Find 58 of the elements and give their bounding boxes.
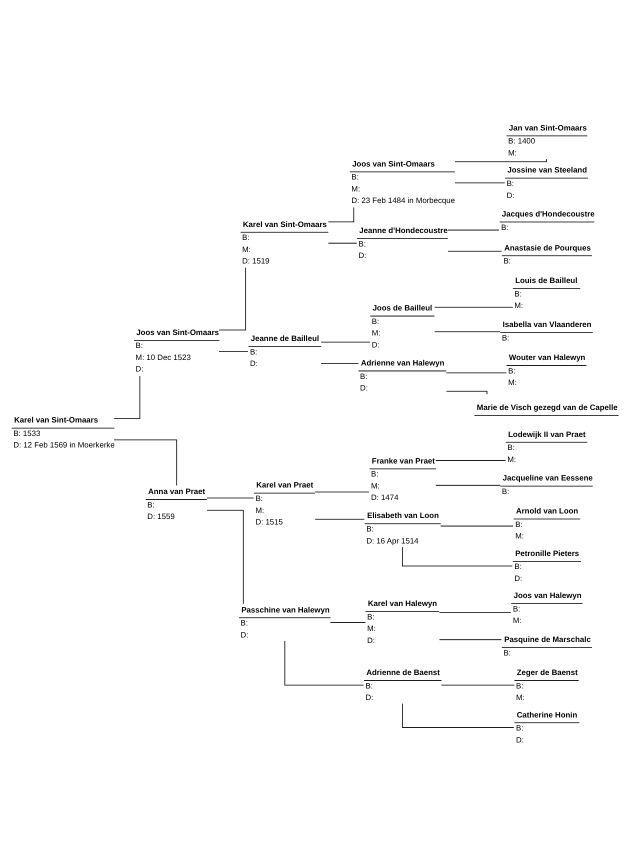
node-text: Karel van Sint-Omaars B: M: D: 1519 bbox=[242, 219, 327, 266]
node-text: Jeanne de Bailleul B: D: bbox=[250, 334, 320, 368]
connector bbox=[218, 266, 246, 330]
node-text: Joos de Bailleul B: M: D: bbox=[372, 303, 432, 349]
node-text: Jeanne d'Hondecoustre B: D: bbox=[358, 226, 448, 260]
node-text: Karel van Halewyn B: M: D: bbox=[367, 598, 438, 644]
connector bbox=[314, 491, 370, 492]
connector bbox=[328, 242, 358, 244]
connector bbox=[440, 525, 514, 526]
node-text: Isabella van Vlaanderen B: bbox=[502, 320, 592, 342]
connector bbox=[448, 250, 502, 252]
connector bbox=[454, 182, 506, 183]
node-text: Joos van Sint-Omaars B: M: D: 23 Feb 1484 in Morbecque bbox=[351, 158, 456, 205]
connector bbox=[314, 518, 365, 520]
node-text: Franke van Praet B: M: D: 1474 bbox=[371, 456, 435, 502]
connector bbox=[439, 638, 502, 640]
node-text: Karel van Sint-Omaars B: 1533 D: 12 Feb 1569 in Moerkerke bbox=[13, 415, 115, 450]
connector bbox=[454, 158, 547, 162]
node-text: Anna van Praet B: D: 1559 bbox=[147, 486, 206, 521]
node-text: Pasquine de Marschalc B: bbox=[503, 634, 591, 657]
connector bbox=[328, 206, 354, 222]
node-text: Jan van Sint-Omaars B: 1400 M: bbox=[508, 122, 587, 157]
node-text: Adrienne de Baenst B: D: bbox=[366, 667, 440, 702]
connector bbox=[218, 350, 248, 352]
connector bbox=[448, 229, 500, 230]
node-text: Wouter van Halewyn B: M: bbox=[508, 352, 586, 387]
node-text: Anastasie de Pourques B: bbox=[503, 242, 591, 266]
connector bbox=[435, 484, 501, 486]
connector bbox=[434, 330, 500, 332]
connector bbox=[206, 497, 254, 498]
node-text: Zeger de Baenst B: M: bbox=[516, 667, 578, 702]
node-text: Joos van Sint-Omaars B: M: 10 Dec 1523 D: bbox=[136, 327, 220, 374]
node-text: Elisabeth van Loon B: D: 16 Apr 1514 bbox=[366, 510, 439, 545]
node-text: Lodewijk II van Praet B: M: bbox=[507, 429, 586, 464]
node-text: Jacqueline van Eessene B: bbox=[502, 473, 593, 496]
connector bbox=[206, 509, 244, 604]
node-text: Louis de Bailleul B: M: bbox=[514, 276, 578, 310]
node-text: Arnold van Loon B: M: bbox=[515, 506, 578, 540]
node-text: Adrienne van Halewyn B: D: bbox=[360, 358, 444, 392]
connector bbox=[434, 306, 514, 308]
connector bbox=[114, 438, 178, 486]
node-text: Joos van Halewyn B: M: bbox=[512, 590, 582, 625]
node-text: Jacques d'Hondecoustre B: bbox=[501, 209, 595, 232]
node-text: Karel van Praet B: M: D: 1515 bbox=[255, 480, 314, 526]
node-text: Jossine van Steeland B: D: bbox=[506, 165, 587, 200]
connector bbox=[402, 702, 514, 728]
node-text: Passchine van Halewyn B: D: bbox=[240, 604, 330, 639]
connector bbox=[441, 684, 515, 686]
connector bbox=[114, 375, 140, 418]
node-text: Petronille Pieters B: D: bbox=[514, 548, 580, 582]
node-text: Marie de Visch gezegd van de Capelle bbox=[476, 402, 618, 412]
connector bbox=[402, 546, 513, 566]
connector bbox=[446, 390, 488, 394]
connector bbox=[320, 362, 359, 364]
connector bbox=[446, 372, 507, 373]
connector bbox=[320, 341, 370, 342]
node-text: Catherine Honin B: D: bbox=[516, 710, 578, 744]
connector bbox=[284, 640, 364, 686]
